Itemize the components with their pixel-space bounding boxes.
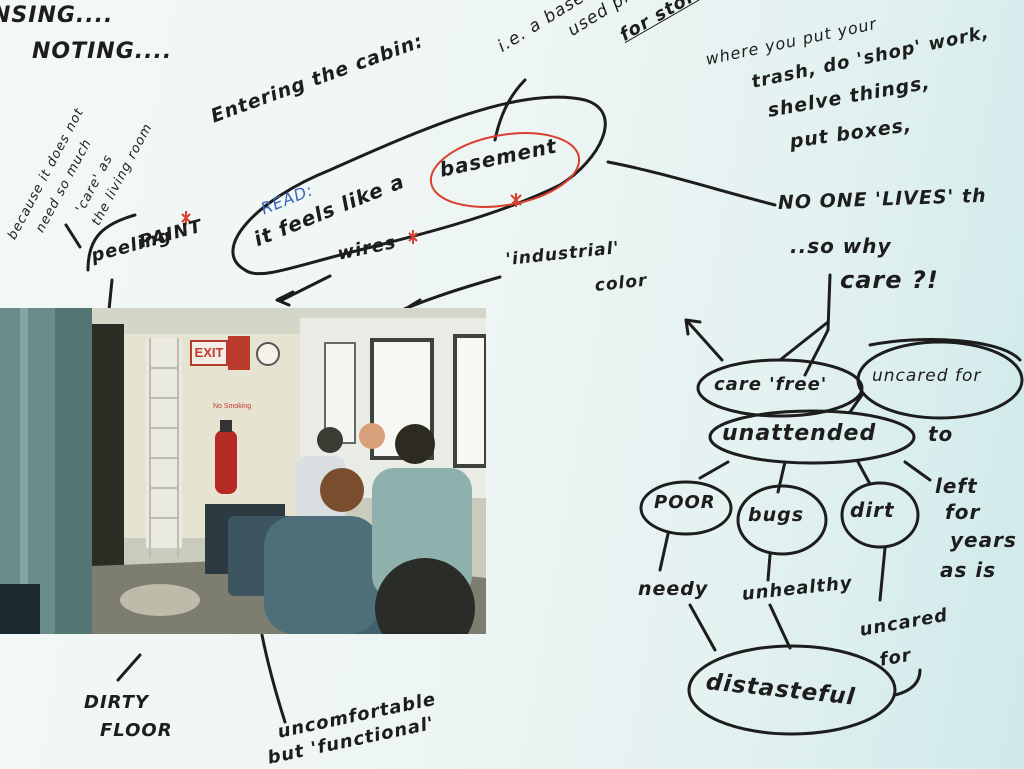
unattended-ellipse	[708, 409, 916, 465]
care-connector	[803, 273, 832, 377]
poor-ellipse	[639, 480, 733, 536]
note-years: years	[950, 528, 1017, 552]
star-wires	[408, 230, 418, 244]
uncared-drop	[848, 393, 864, 414]
note-dirty: DIRTY	[84, 692, 150, 713]
up-arrowhead	[684, 318, 702, 336]
exit-sign: EXIT	[190, 340, 228, 366]
node-unattended: unattended	[722, 421, 877, 446]
care-branch	[778, 320, 830, 362]
peeling-bracket	[86, 213, 137, 272]
up-arrow	[686, 320, 724, 362]
node-carefree: care 'free'	[714, 374, 828, 395]
note-needy: needy	[638, 578, 709, 600]
star-peeling	[181, 211, 191, 225]
uncared-ring	[868, 338, 1022, 362]
branch-dirt	[856, 460, 872, 486]
node-poor: POOR	[654, 492, 716, 513]
star-basement	[510, 193, 522, 207]
note-as-is: as is	[940, 558, 997, 582]
node-dirt: dirt	[850, 498, 895, 522]
storage-connector	[606, 160, 777, 207]
note-care: care ?!	[840, 266, 939, 294]
distasteful-ellipse	[687, 644, 897, 736]
basement-connector	[493, 78, 527, 142]
branch-poor	[698, 460, 730, 480]
no-smoking-sign: No Smoking	[213, 403, 252, 410]
uncared-ellipse	[856, 340, 1024, 420]
dirt-ellipse	[840, 481, 920, 549]
basement-outline	[231, 95, 607, 276]
note-left: left	[935, 474, 978, 498]
note-sensing: NSING....	[0, 3, 114, 28]
uncomfortable-connector	[260, 633, 287, 724]
note-floor: FLOOR	[100, 720, 173, 741]
wires-arrow	[280, 274, 332, 302]
dirty-connector	[116, 653, 142, 682]
peeling-drop	[107, 278, 114, 312]
bugs-ellipse	[736, 484, 828, 556]
dirt-drop	[878, 546, 887, 602]
note-for: for	[945, 500, 981, 524]
peeling-connector	[64, 223, 82, 249]
note-so-why: ..so why	[790, 234, 892, 258]
node-uncared-for: uncared for	[872, 366, 982, 386]
cabin-photo: EXIT No Smoking	[0, 308, 486, 634]
wires-arrowhead	[275, 290, 295, 307]
unhealthy-drop	[768, 603, 792, 650]
uncared-bottom-hook	[893, 668, 922, 697]
carefree-ellipse	[696, 358, 864, 418]
needy-drop	[688, 603, 717, 652]
note-noting: NOTING....	[32, 39, 173, 64]
node-bugs: bugs	[748, 504, 805, 526]
poor-drop	[658, 532, 670, 572]
note-to: to	[928, 422, 954, 446]
bugs-drop	[766, 553, 772, 582]
branch-left	[903, 460, 932, 482]
